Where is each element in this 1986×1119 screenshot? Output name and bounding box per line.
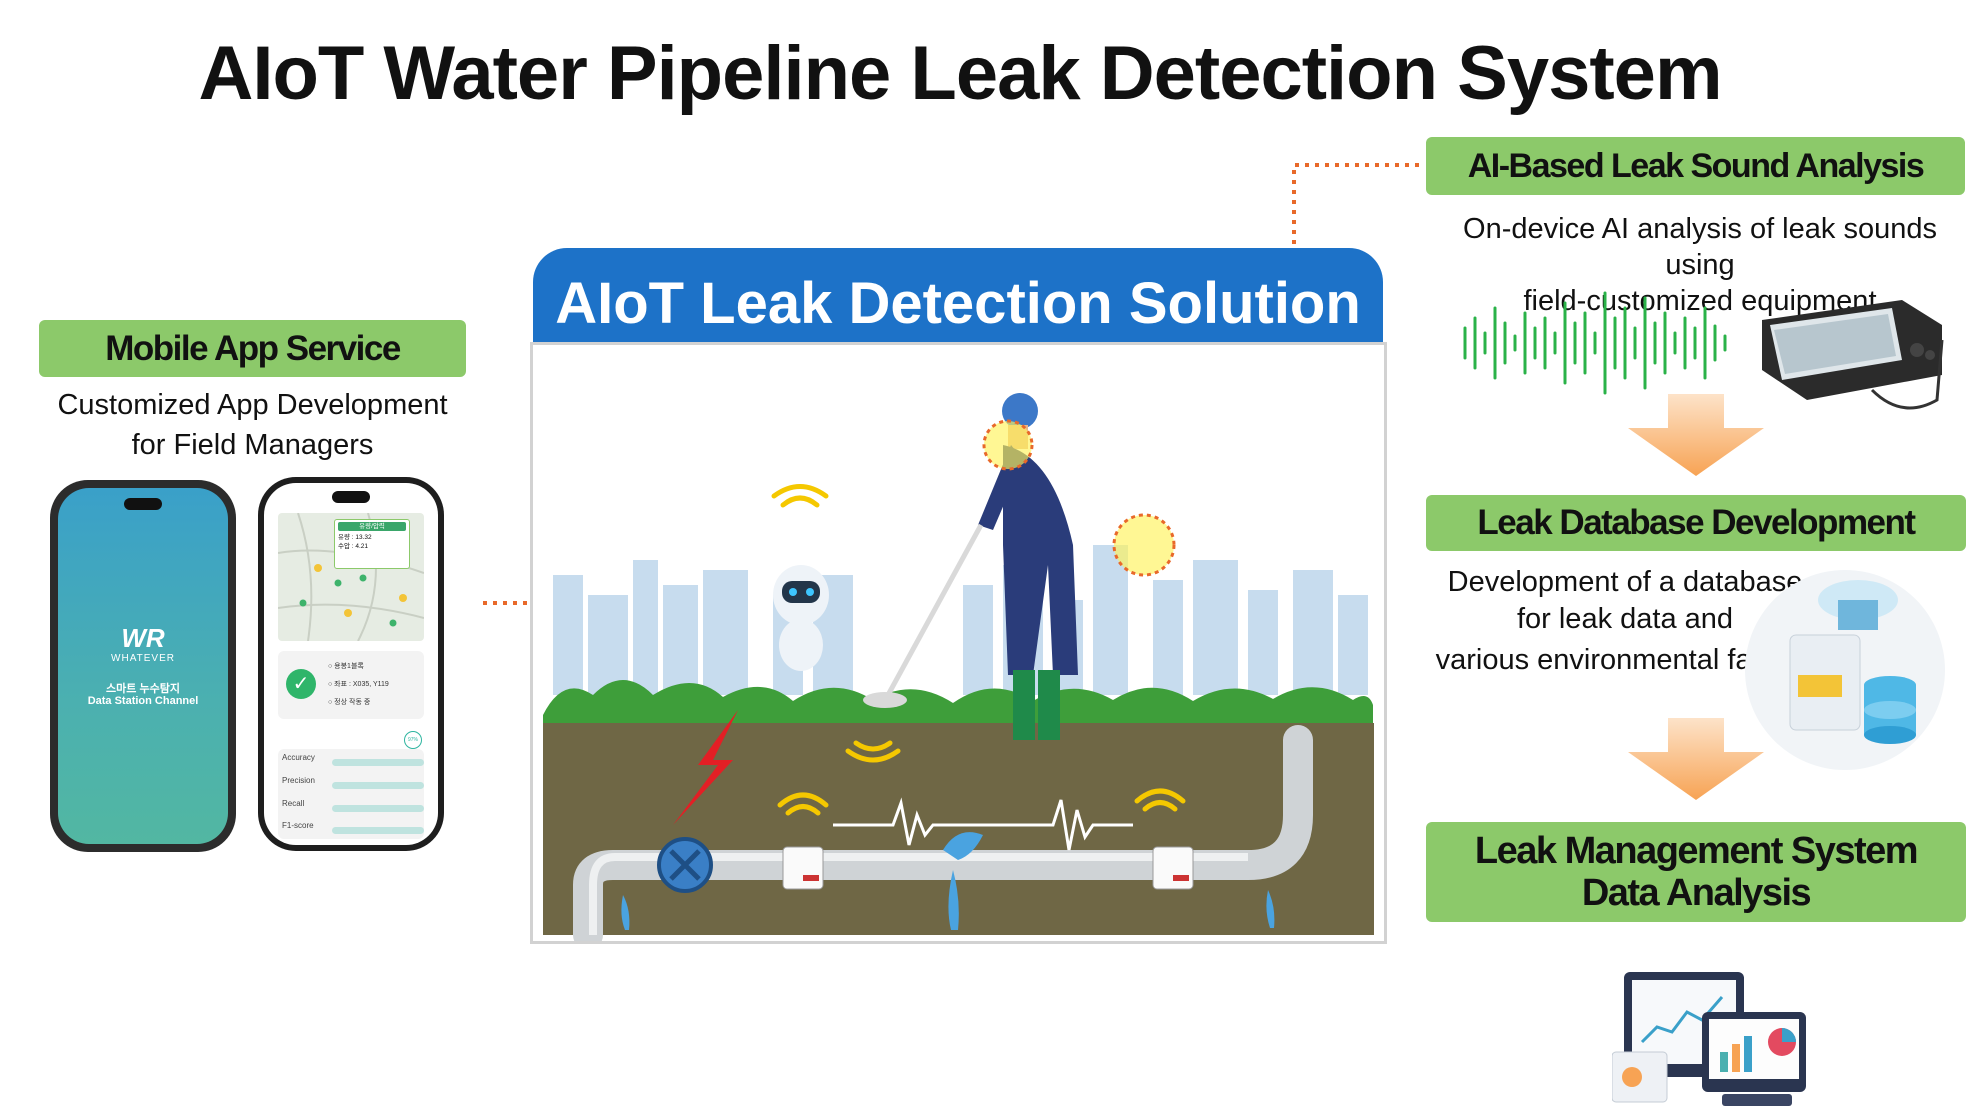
phone-notch: [124, 498, 162, 510]
lightning-icon: [673, 710, 738, 825]
metric-bar: [332, 759, 424, 766]
page-title: AIoT Water Pipeline Leak Detection Syste…: [198, 31, 1722, 116]
percent-pin: 97%: [404, 731, 422, 749]
phone-dashboard-display: 유량/압력 유량 : 13.32 수압 : 4.21 ✓ ○ 용봉1블록 ○ 좌…: [264, 483, 438, 845]
arrow-down-1: [1628, 394, 1764, 476]
metric-bar: [332, 805, 424, 812]
dashboard-monitors-icon: [1612, 972, 1806, 1106]
whatever-brand: WHATEVER: [111, 653, 175, 664]
leak-waveform: [833, 797, 1133, 851]
metric-bar: [332, 827, 424, 834]
popup-flow: 유량 : 13.32: [338, 534, 372, 541]
popup-pressure: 수압 : 4.21: [338, 543, 369, 550]
status-info-3: ○ 정상 작동 중: [328, 699, 371, 706]
arrow-down-2: [1628, 718, 1764, 800]
phone-splash-display: WR WHATEVER 스마트 누수탐지 Data Station Channe…: [58, 488, 228, 844]
sound-waveform-icon: [1463, 291, 1727, 395]
highlight-headphones: [982, 419, 1034, 471]
status-info-1: ○ 용봉1블록: [328, 663, 364, 670]
metric-row-precision: Precision: [282, 776, 427, 796]
mobile-desc-line2: for Field Managers: [131, 429, 374, 461]
mobile-app-label: Mobile App Service: [39, 320, 466, 377]
management-label-line1: Leak Management System: [1474, 830, 1919, 872]
metric-row-recall: Recall: [282, 799, 427, 819]
splash-line2: Data Station Channel: [87, 695, 199, 707]
database-label: Leak Database Development: [1426, 495, 1966, 551]
database-description: Development of a database for leak data …: [1430, 564, 1820, 679]
wifi-signals: [771, 484, 1186, 816]
phone2-notch: [332, 491, 370, 503]
whatever-logo: WR: [121, 623, 165, 653]
pipe-sensor-left: [782, 846, 824, 890]
ground: [543, 723, 1374, 935]
metric-label: Precision: [282, 776, 315, 785]
check-icon: ✓: [286, 669, 316, 699]
highlight-detector: [1112, 513, 1176, 577]
phone-dashboard-screen: 유량/압력 유량 : 13.32 수압 : 4.21 ✓ ○ 용봉1블록 ○ 좌…: [258, 477, 444, 851]
phone-splash-screen: WR WHATEVER 스마트 누수탐지 Data Station Channe…: [50, 480, 236, 852]
metric-label: Accuracy: [282, 753, 315, 762]
solution-header: AIoT Leak Detection Solution: [533, 248, 1383, 344]
management-label-line2: Data Analysis: [1581, 872, 1812, 914]
mobile-app-label-text: Mobile App Service: [105, 328, 401, 368]
management-label: Leak Management System Data Analysis: [1426, 822, 1966, 922]
db-desc-line1: Development of a database: [1447, 566, 1803, 598]
metric-label: F1-score: [282, 821, 314, 830]
metric-bar: [332, 782, 424, 789]
metrics-panel: Accuracy Precision Recall F1-score: [278, 749, 424, 839]
popup-title: 유량/압력: [338, 522, 406, 531]
metric-label: Recall: [282, 799, 305, 808]
status-info-2: ○ 좌표 : X035, Y119: [328, 681, 389, 688]
mobile-app-description: Customized App Development for Field Man…: [39, 385, 466, 465]
ai-sound-label: AI-Based Leak Sound Analysis: [1426, 137, 1965, 195]
db-cylinders: [1864, 676, 1916, 744]
ai-desc-line1: On-device AI analysis of leak sounds usi…: [1463, 213, 1937, 281]
ai-sound-description: On-device AI analysis of leak sounds usi…: [1425, 211, 1975, 319]
solution-frame: [530, 342, 1387, 950]
robot-icon: [773, 565, 829, 671]
mobile-desc-line1: Customized App Development: [57, 389, 448, 421]
pipe-highlight: [589, 853, 1248, 935]
solution-illustration: [543, 393, 1374, 950]
map-popup: 유량/압력 유량 : 13.32 수압 : 4.21: [334, 519, 410, 569]
database-label-text: Leak Database Development: [1477, 503, 1916, 542]
metric-row-accuracy: Accuracy: [282, 753, 427, 773]
ai-device-icon: [1762, 300, 1944, 410]
db-desc-line2: for leak data and: [1516, 603, 1734, 635]
water-leak: [621, 832, 1275, 930]
valve-icon: [657, 837, 713, 893]
bushes: [543, 680, 1373, 725]
status-card: ✓ ○ 용봉1블록 ○ 좌표 : X035, Y119 ○ 정상 작동 중: [278, 651, 424, 719]
ai-sound-label-text: AI-Based Leak Sound Analysis: [1467, 146, 1925, 185]
splash-line1: 스마트 누수탐지: [106, 683, 180, 695]
database-icon: [1745, 570, 1945, 770]
metric-row-f1: F1-score: [282, 821, 427, 841]
ai-desc-line2: field-customized equipment: [1523, 285, 1877, 317]
pipe-sensor-right: [1152, 846, 1194, 890]
cloud-icon: [1818, 580, 1898, 630]
map-view[interactable]: 유량/압력 유량 : 13.32 수압 : 4.21: [278, 513, 424, 641]
